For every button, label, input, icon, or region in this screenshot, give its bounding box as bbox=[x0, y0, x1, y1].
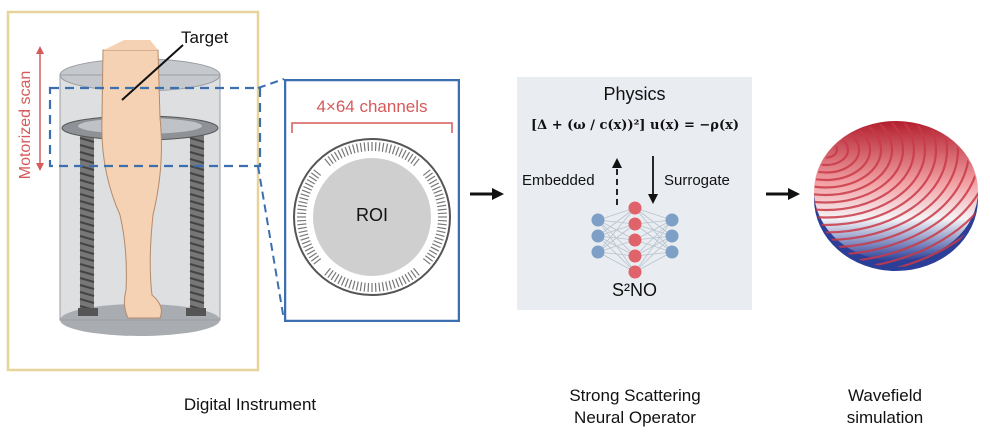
leg-target bbox=[101, 49, 162, 319]
target-pointer-line bbox=[121, 44, 184, 101]
target-label: Target bbox=[181, 28, 229, 47]
s2no-label: S²NO bbox=[612, 280, 657, 300]
flow-arrow-1 bbox=[470, 188, 504, 200]
surrogate-label: Surrogate bbox=[664, 172, 730, 189]
caption-operator-line1: Strong Scattering bbox=[569, 386, 701, 405]
wavefield-surface bbox=[814, 121, 978, 271]
instrument-frame bbox=[6, 10, 260, 372]
roi-label: ROI bbox=[355, 205, 388, 225]
roi-circle bbox=[313, 158, 431, 276]
neural-network-icon bbox=[591, 201, 679, 279]
caption-wavefield-line1: Wavefield bbox=[847, 386, 922, 405]
physics-title: Physics bbox=[603, 84, 666, 104]
zoom-connectors bbox=[257, 78, 285, 321]
caption-wavefield-line2: simulation bbox=[846, 408, 924, 427]
instrument-illustration bbox=[6, 10, 262, 372]
embedded-label: Embedded bbox=[522, 172, 595, 189]
zoom-region-box bbox=[48, 86, 262, 168]
transducer-elements bbox=[297, 142, 447, 292]
caption-digital-instrument: Digital Instrument bbox=[183, 395, 317, 414]
ring-array-diagram bbox=[284, 79, 460, 322]
flow-arrow-2 bbox=[766, 188, 800, 200]
channels-bracket bbox=[291, 122, 453, 133]
channels-label: 4×64 channels bbox=[316, 97, 428, 116]
operator-arrows bbox=[612, 156, 658, 205]
physics-equation: [Δ + (ω / c(x))²] u(x) = −ρ(x) bbox=[530, 118, 740, 133]
caption-operator-line2: Neural Operator bbox=[574, 408, 696, 427]
